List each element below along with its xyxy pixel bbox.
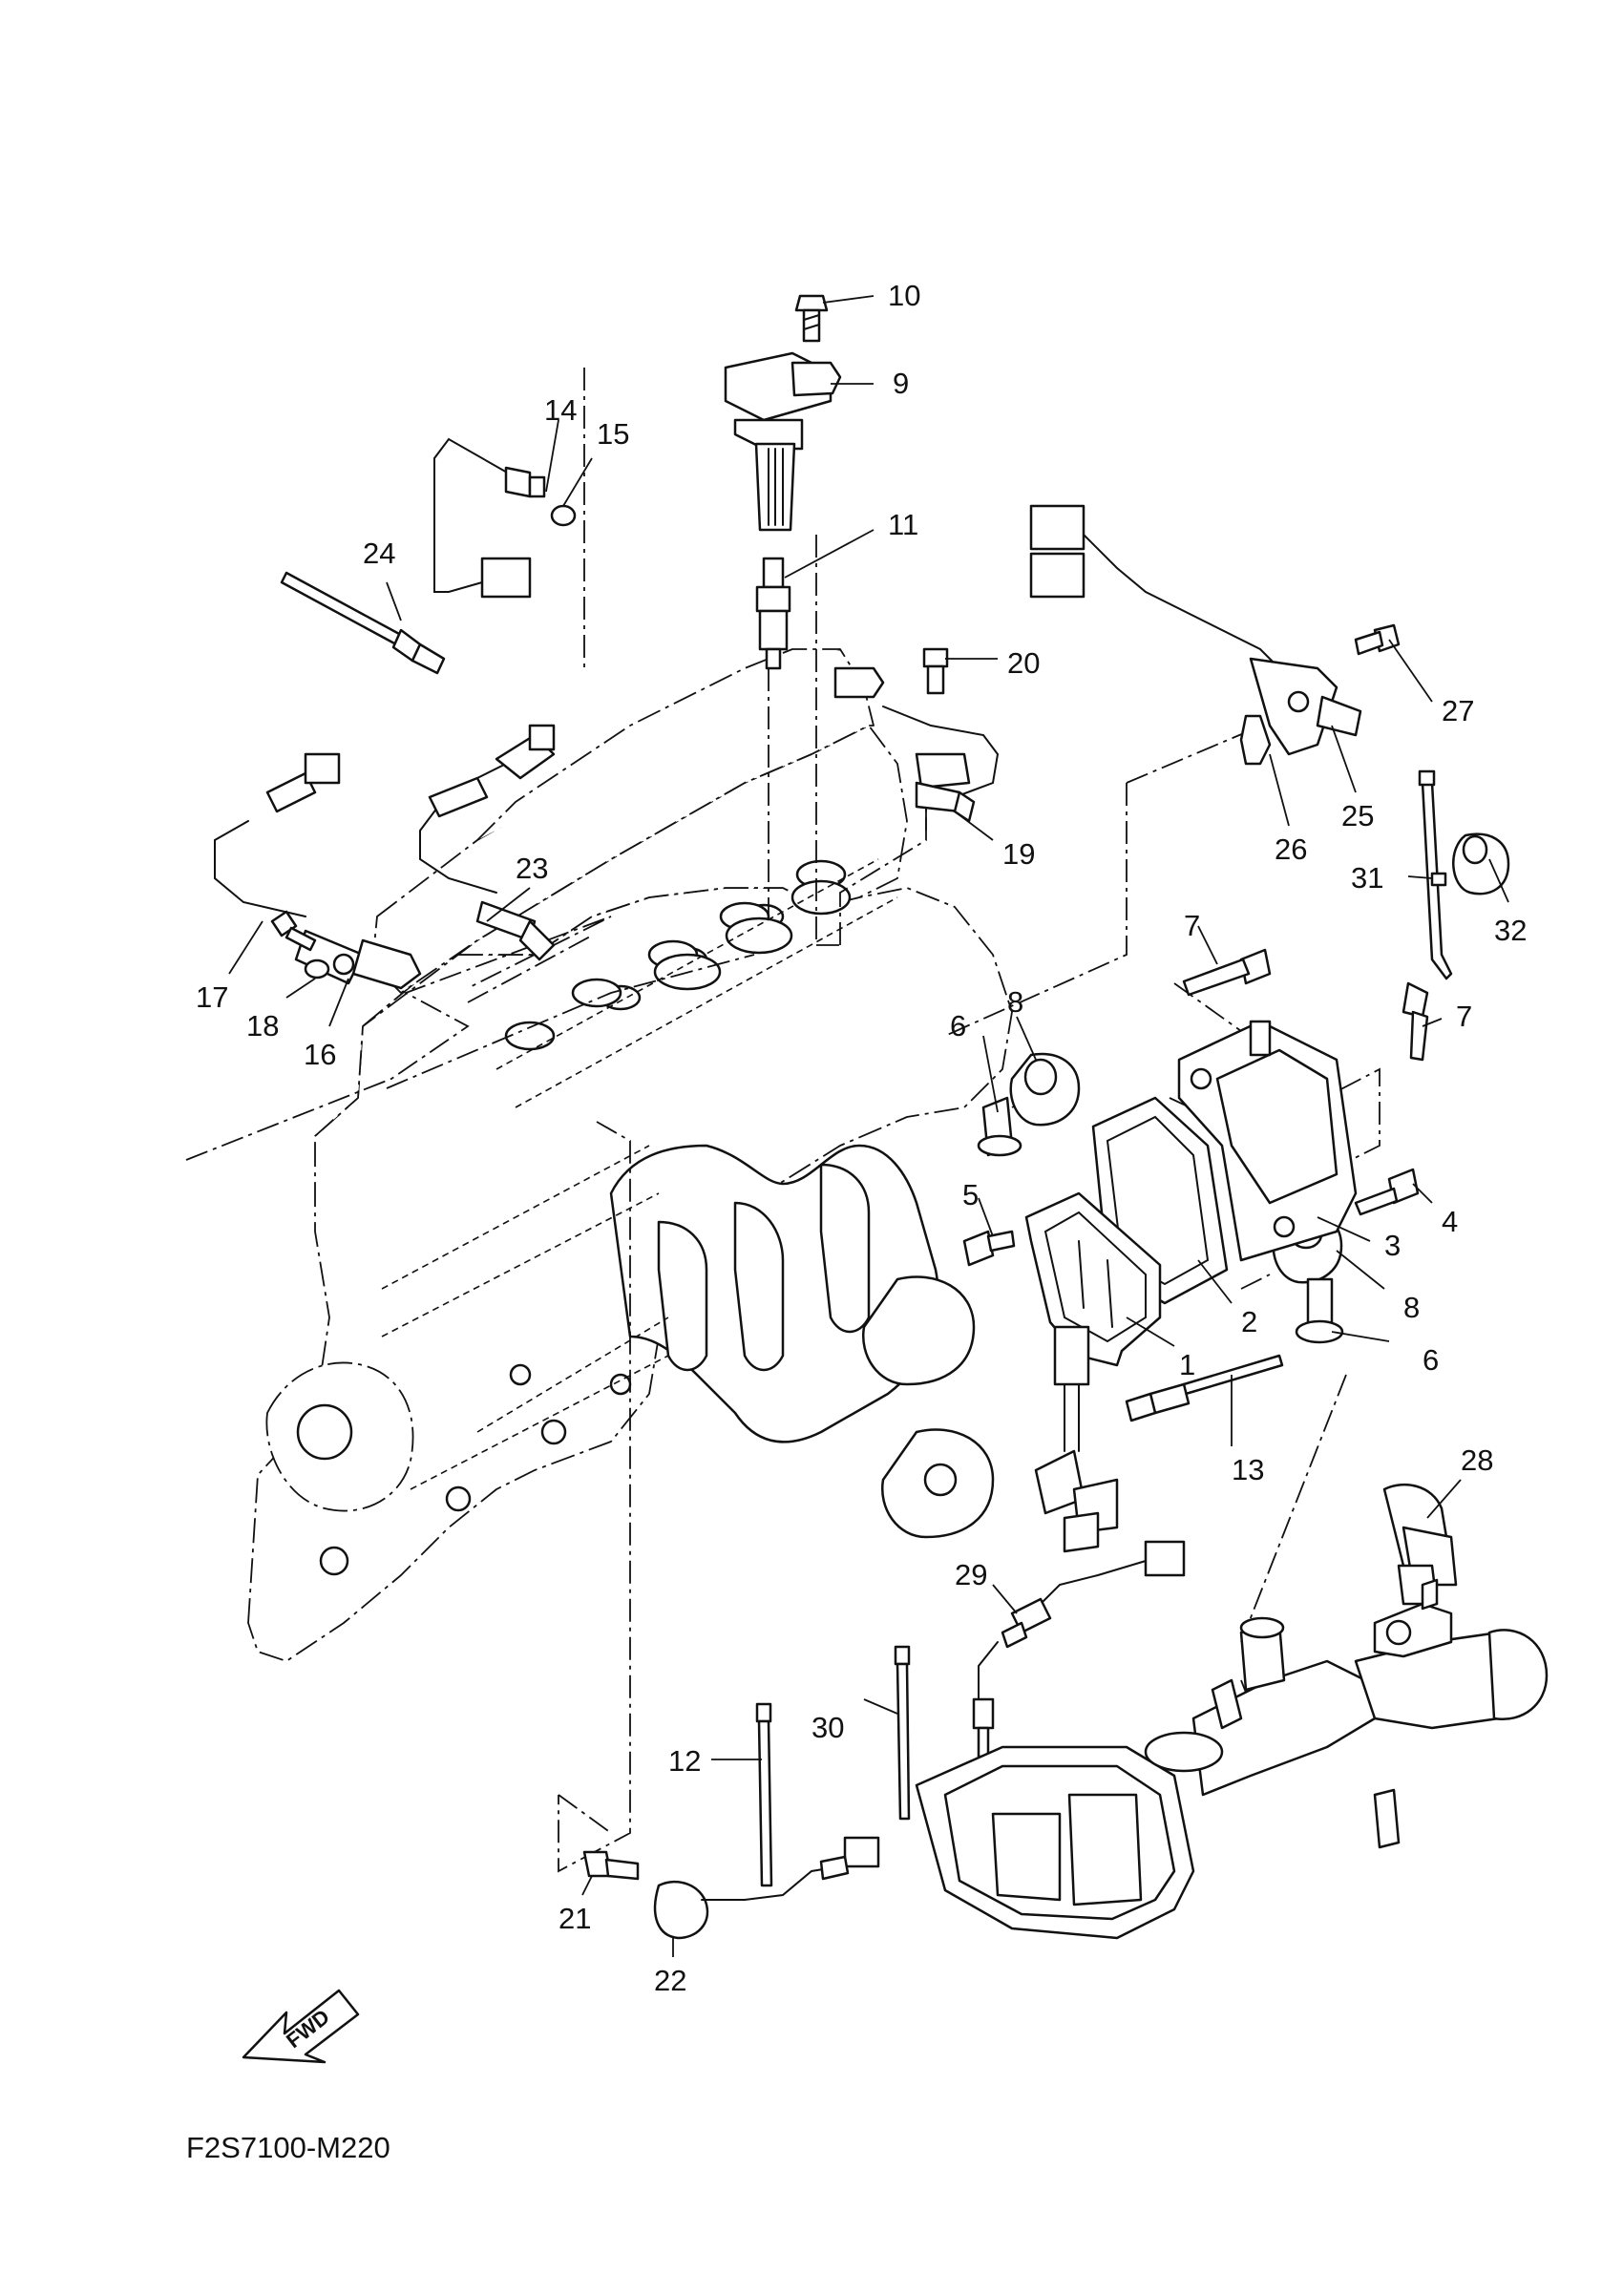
part-9-ignition-coil	[724, 351, 842, 532]
callout-28: 28	[1461, 1443, 1493, 1477]
part-29-sensor	[972, 1540, 1186, 1759]
part-23-sensor	[419, 724, 556, 961]
callout-leaders	[228, 295, 1509, 1957]
callout-8b: 8	[1403, 1291, 1420, 1324]
part-32-grommet	[1452, 832, 1510, 895]
callout-17: 17	[196, 980, 228, 1014]
callout-7b: 7	[1456, 1000, 1472, 1033]
drawing-code: F2S7100-M220	[186, 2131, 390, 2164]
part-7-bolt	[1182, 948, 1272, 997]
part-27-bolt	[1354, 623, 1401, 656]
callout-14: 14	[544, 393, 577, 427]
part-28-clamp	[1382, 1483, 1458, 1606]
callout-25: 25	[1341, 799, 1374, 832]
part-26-gasket	[1239, 714, 1272, 766]
callout-23: 23	[516, 852, 548, 885]
part-10-bolt	[794, 294, 829, 343]
part-30-cable-tie	[894, 1645, 911, 1821]
part-3-bracket	[1177, 1020, 1358, 1262]
callout-26: 26	[1275, 832, 1307, 866]
callout-8a: 8	[1007, 985, 1023, 1019]
part-24-cable-tie	[280, 571, 446, 675]
part-17-bolt	[270, 910, 317, 952]
callout-32: 32	[1494, 914, 1527, 947]
callout-7a: 7	[1184, 909, 1200, 942]
part-20-bolt	[922, 647, 949, 695]
part-13-cable-tie	[1125, 1354, 1284, 1422]
callout-24: 24	[363, 537, 395, 570]
part-25-sensor-harness	[1029, 504, 1362, 756]
part-8-grommet	[1009, 1052, 1081, 1127]
part-12-cable-tie	[755, 1702, 773, 1887]
callout-20: 20	[1007, 646, 1040, 680]
callout-27: 27	[1442, 694, 1474, 727]
part-5-bolt	[1354, 1168, 1420, 1216]
part-6-collar	[977, 1096, 1022, 1157]
part-22-sensor	[653, 1836, 880, 1940]
part-11-spark-plug	[755, 557, 791, 670]
part-31-cable-tie	[1418, 769, 1453, 980]
callout-1: 1	[1179, 1348, 1195, 1381]
callout-2: 2	[1241, 1305, 1257, 1338]
callout-19: 19	[1002, 837, 1035, 871]
engine-block	[247, 648, 1013, 1662]
callout-labels: 10 9 11 14 15 24 23 17 18 16 20 19 27 25…	[196, 279, 1527, 1997]
part-6-collar	[1295, 1277, 1344, 1344]
part-18-washer	[304, 958, 330, 979]
callout-22: 22	[654, 1964, 686, 1997]
callout-5: 4	[1442, 1205, 1458, 1238]
part-16-sensor	[214, 752, 422, 990]
part-14-sensor	[433, 437, 546, 599]
callout-3: 3	[1384, 1229, 1401, 1262]
callout-18: 18	[246, 1009, 279, 1043]
callout-16: 16	[304, 1038, 336, 1071]
callout-31: 31	[1351, 861, 1383, 895]
callout-12: 12	[668, 1744, 701, 1778]
fwd-arrow-icon: FWD	[242, 1989, 360, 2064]
callout-13: 13	[1232, 1453, 1264, 1486]
callout-6b: 6	[1423, 1343, 1439, 1377]
callout-10: 10	[888, 279, 920, 312]
exhaust-pipe	[915, 1578, 1549, 1940]
callout-30: 30	[812, 1711, 844, 1744]
part-7-bolt	[1402, 981, 1429, 1062]
part-4-bolt	[962, 1230, 1016, 1267]
callout-21: 21	[559, 1902, 591, 1935]
callout-29: 29	[955, 1558, 987, 1591]
callout-6a: 6	[950, 1009, 966, 1043]
part-15-gasket	[550, 504, 577, 527]
callout-4: 5	[962, 1178, 979, 1211]
part-1-ecu	[1024, 1191, 1162, 1553]
callout-9: 9	[893, 367, 909, 400]
callout-11: 11	[888, 508, 918, 541]
part-21-sensor	[582, 1850, 640, 1881]
part-19-sensor	[833, 666, 1000, 823]
callout-15: 15	[597, 417, 629, 451]
